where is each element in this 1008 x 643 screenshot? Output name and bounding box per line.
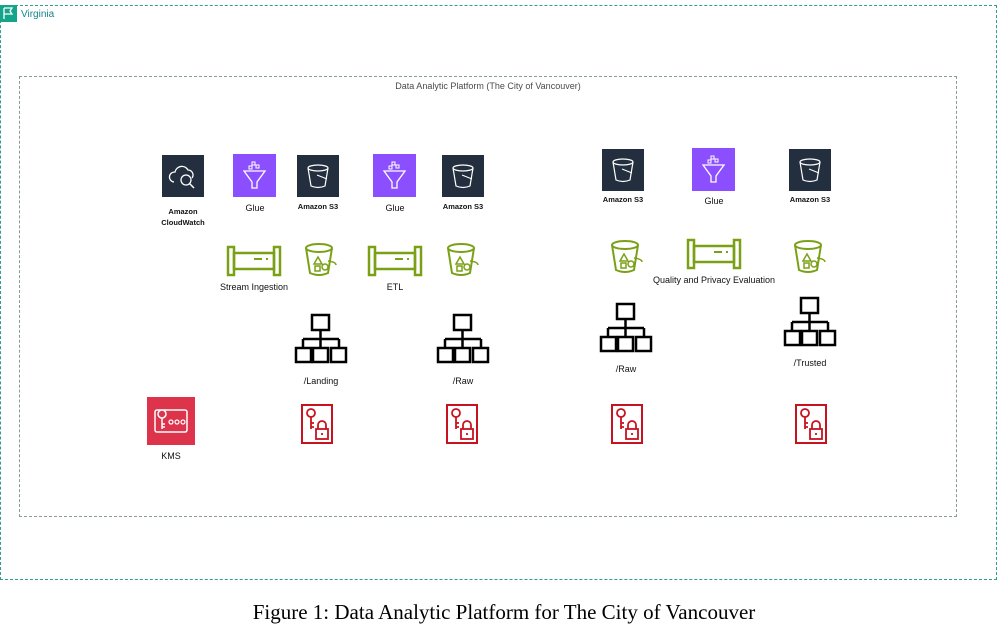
encrypted-data-icon <box>446 404 478 444</box>
hierarchy-icon <box>294 313 348 364</box>
glue-label-1: Glue <box>245 203 265 213</box>
glue-label-3: Glue <box>704 196 724 206</box>
hierarchy-icon <box>783 296 837 347</box>
bucket-objects-icon <box>305 243 337 276</box>
bucket-objects-icon <box>794 240 826 273</box>
platform-group: Data Analytic Platform (The City of Vanc… <box>19 76 957 517</box>
hierarchy-icon <box>436 313 490 364</box>
glue-icon <box>373 154 416 197</box>
stream-ingestion-label: Stream Ingestion <box>219 282 289 292</box>
kms-label: KMS <box>161 451 181 461</box>
cloudwatch-icon <box>162 155 204 197</box>
figure-caption: Figure 1: Data Analytic Platform for The… <box>252 600 756 624</box>
etl-label: ETL <box>386 282 404 292</box>
s3-label-3: Amazon S3 <box>602 195 644 204</box>
pipeline-icon <box>226 245 282 277</box>
region-virginia-boundary <box>0 5 997 580</box>
raw-label-2: /Raw <box>615 364 637 374</box>
encrypted-data-icon <box>795 404 827 444</box>
glue-icon <box>233 154 276 197</box>
quality-privacy-label: Quality and Privacy Evaluation <box>652 275 776 285</box>
kms-icon <box>147 397 195 445</box>
glue-label-2: Glue <box>385 203 405 213</box>
encrypted-data-icon <box>611 404 643 444</box>
flag-icon <box>0 5 17 22</box>
bucket-objects-icon <box>447 243 479 276</box>
glue-icon <box>692 148 735 191</box>
raw-label-1: /Raw <box>452 376 474 386</box>
landing-label: /Landing <box>303 376 339 386</box>
s3-label-1: Amazon S3 <box>297 202 339 211</box>
bucket-objects-icon <box>611 240 643 273</box>
pipeline-icon <box>367 245 423 277</box>
s3-label-4: Amazon S3 <box>789 195 831 204</box>
s3-label-2: Amazon S3 <box>442 202 484 211</box>
hierarchy-icon <box>599 302 653 353</box>
s3-icon <box>602 149 644 191</box>
encrypted-data-icon <box>301 404 333 444</box>
s3-icon <box>442 155 484 197</box>
trusted-label: /Trusted <box>793 358 827 368</box>
pipeline-icon <box>686 238 742 270</box>
platform-label: Data Analytic Platform (The City of Vanc… <box>395 81 581 91</box>
s3-icon <box>297 155 339 197</box>
s3-icon <box>789 149 831 191</box>
region-label: Virginia <box>21 9 55 20</box>
